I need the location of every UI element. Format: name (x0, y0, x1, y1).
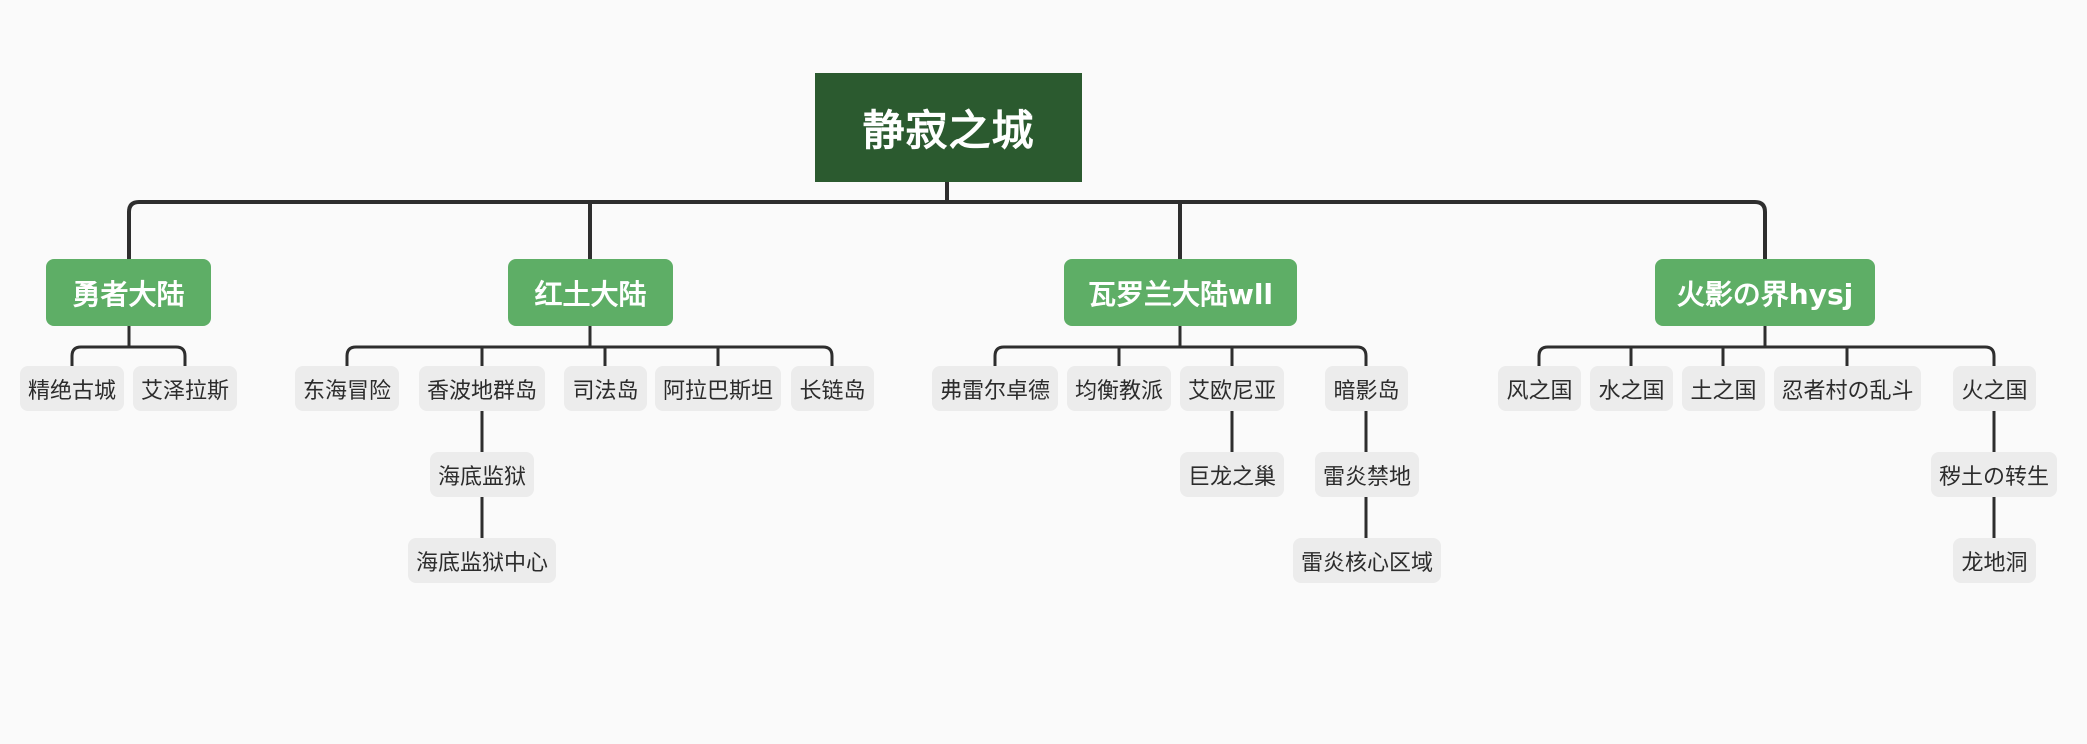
region-node[interactable]: 长链岛 (791, 366, 874, 411)
root-connector (127, 200, 1767, 259)
region-node[interactable]: 精绝古城 (20, 366, 124, 411)
region-node[interactable]: 艾欧尼亚 (1180, 366, 1284, 411)
region-node[interactable]: 海底监狱 (430, 452, 534, 497)
region-connector (70, 345, 187, 366)
region-connector (1537, 345, 1996, 366)
region-node[interactable]: 秽土の转生 (1931, 452, 2057, 497)
region-node[interactable]: 雷炎核心区域 (1293, 538, 1441, 583)
region-node[interactable]: 水之国 (1590, 366, 1673, 411)
region-node[interactable]: 暗影岛 (1325, 366, 1408, 411)
region-node[interactable]: 弗雷尔卓德 (932, 366, 1058, 411)
region-node[interactable]: 忍者村の乱斗 (1774, 366, 1921, 411)
region-node[interactable]: 东海冒险 (295, 366, 399, 411)
region-connector (345, 345, 834, 366)
region-node[interactable]: 海底监狱中心 (408, 538, 556, 583)
region-node[interactable]: 司法岛 (564, 366, 647, 411)
region-node[interactable]: 雷炎禁地 (1315, 452, 1419, 497)
region-node[interactable]: 土之国 (1682, 366, 1765, 411)
region-node[interactable]: 艾泽拉斯 (133, 366, 237, 411)
region-node[interactable]: 香波地群岛 (419, 366, 545, 411)
root-node[interactable]: 静寂之城 (815, 73, 1082, 182)
region-node[interactable]: 巨龙之巢 (1180, 452, 1284, 497)
region-node[interactable]: 火之国 (1953, 366, 2036, 411)
region-node[interactable]: 龙地洞 (1953, 538, 2036, 583)
region-node[interactable]: 均衡教派 (1067, 366, 1171, 411)
continent-node[interactable]: 瓦罗兰大陆wll (1064, 259, 1297, 326)
region-node[interactable]: 阿拉巴斯坦 (655, 366, 781, 411)
continent-node[interactable]: 红土大陆 (508, 259, 673, 326)
region-connector (993, 345, 1368, 366)
region-node[interactable]: 风之国 (1498, 366, 1581, 411)
continent-node[interactable]: 火影の界hysj (1655, 259, 1875, 326)
continent-node[interactable]: 勇者大陆 (46, 259, 211, 326)
